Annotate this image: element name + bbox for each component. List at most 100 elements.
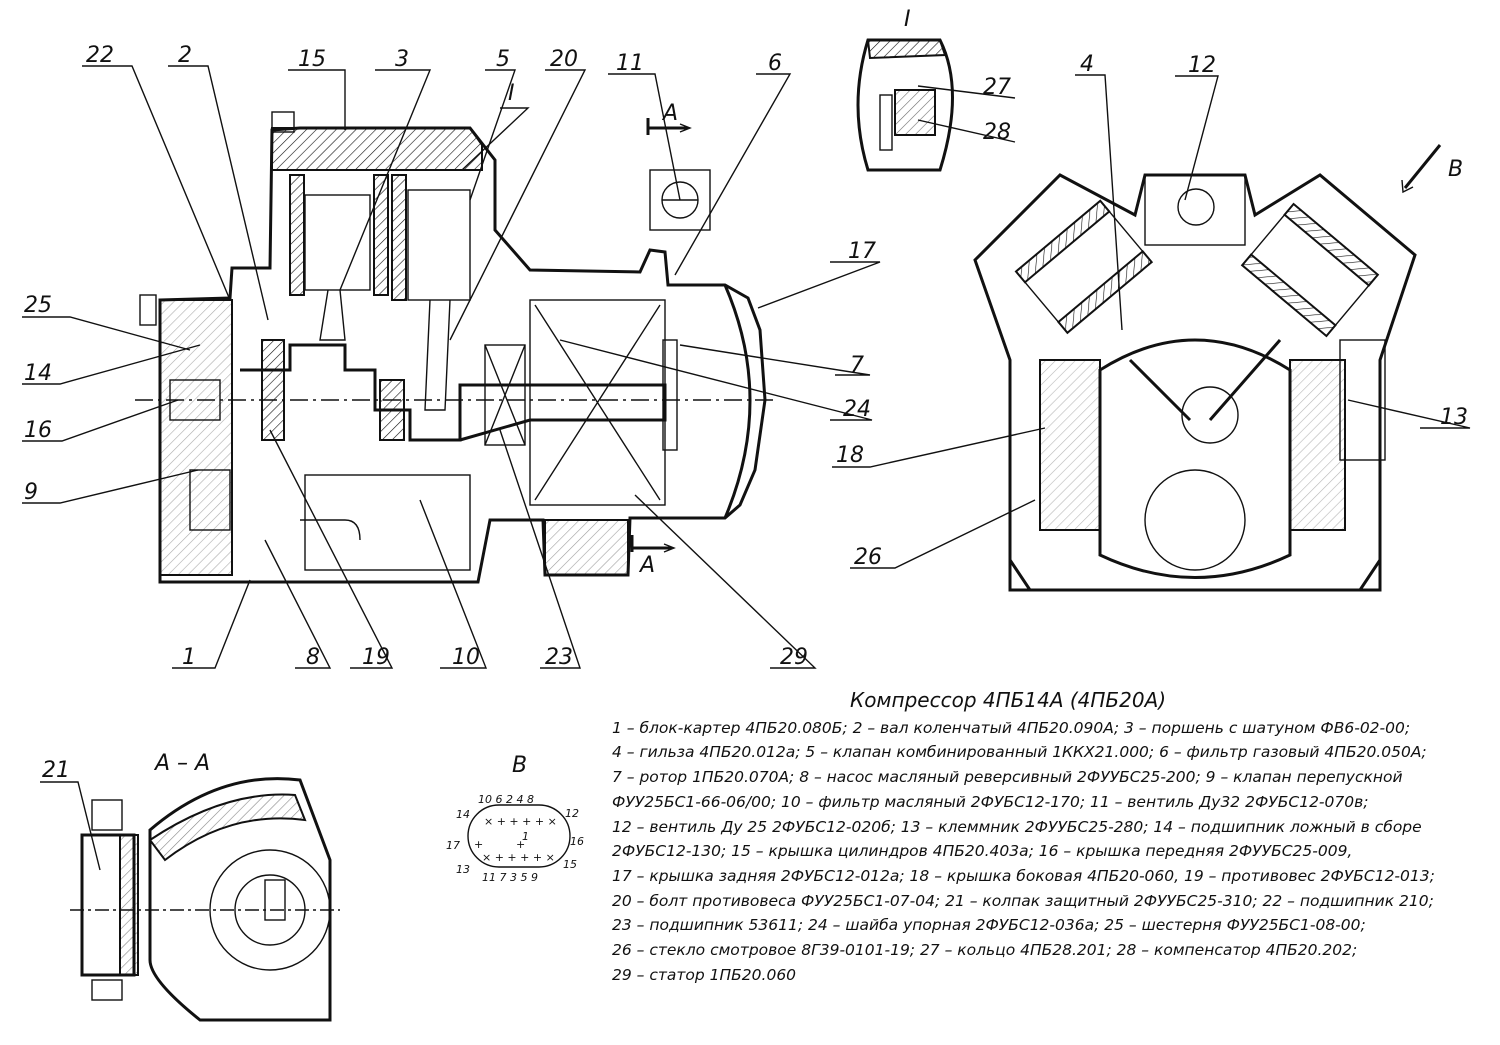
svg-text:А – А: А – А — [153, 751, 210, 776]
svg-text:10 6 2 4 8: 10 6 2 4 8 — [478, 793, 534, 806]
detail-i-view: I — [856, 7, 1016, 172]
legend-line: 26 – стекло смотровое 8Г39-0101-19; 27 –… — [612, 941, 1358, 960]
conrod-right — [424, 299, 451, 411]
svg-text:12: 12 — [565, 807, 579, 820]
front-plug — [139, 294, 157, 326]
svg-text:16: 16 — [570, 835, 584, 848]
svg-text:В: В — [1448, 157, 1463, 182]
callout-25: 25 — [24, 293, 52, 318]
callout-17: 17 — [848, 239, 876, 264]
callout-i: I — [508, 81, 515, 106]
counterweight-b — [379, 379, 405, 441]
legend-line: 4 – гильза 4ПБ20.012а; 5 – клапан комбин… — [612, 743, 1427, 762]
counterweight-19 — [261, 339, 285, 441]
valve-12 — [1144, 174, 1246, 246]
legend-line: 17 – крышка задняя 2ФУБС12-012а; 18 – кр… — [612, 866, 1435, 885]
terminal-plate — [467, 804, 571, 868]
view-b-terminal: В 10 6 2 4 8 11 7 3 5 9 14 17 13 12 16 1… — [446, 753, 584, 884]
callout-1: 1 — [182, 645, 196, 670]
legend-line: 12 – вентиль Ду 25 2ФУБС12-020б; 13 – кл… — [612, 817, 1422, 836]
callout-11: 11 — [616, 51, 644, 76]
legend-line: ФУУ25БС1-66-06/00; 10 – фильтр масляный … — [612, 792, 1369, 811]
rear-cover — [723, 284, 752, 519]
cylinder-wall-b — [373, 174, 389, 296]
svg-text:13: 13 — [456, 863, 470, 876]
callout-19: 19 — [362, 645, 390, 670]
callout-29: 29 — [780, 645, 808, 670]
callout-21: 21 — [42, 758, 70, 783]
legend-line: 2ФУБС12-130; 15 – крышка цилиндров 4ПБ20… — [612, 842, 1353, 861]
svg-text:А: А — [661, 101, 678, 126]
conrods — [1128, 339, 1282, 422]
crankcase-outline — [158, 126, 767, 584]
svg-text:× + + + + ×: × + + + + × — [482, 851, 555, 864]
stator-winding-marks — [534, 304, 661, 501]
callout-5: 5 — [496, 47, 510, 72]
cylinder-cover — [271, 127, 483, 171]
terminal-box-13 — [1339, 339, 1386, 461]
drawing-title: Компрессор 4ПБ14А (4ПБ20А) — [850, 688, 1167, 712]
valve-11 — [649, 169, 711, 231]
callout-10: 10 — [452, 645, 480, 670]
thrust-washer-24 — [662, 339, 678, 451]
svg-text:17: 17 — [446, 839, 460, 852]
callout-16: 16 — [24, 418, 52, 443]
svg-text:А: А — [638, 553, 655, 578]
svg-text:+: + — [474, 838, 483, 851]
bypass-valve-9 — [189, 469, 231, 531]
cylinder-wall-a — [289, 174, 305, 296]
svg-text:14: 14 — [456, 808, 470, 821]
svg-text:11 7 3 5 9: 11 7 3 5 9 — [482, 871, 538, 884]
callout-28: 28 — [983, 120, 1011, 145]
oil-filter — [304, 474, 471, 571]
crankshaft — [240, 343, 667, 442]
callout-23: 23 — [545, 645, 573, 670]
legend-line: 29 – статор 1ПБ20.060 — [612, 965, 797, 984]
callout-6: 6 — [768, 51, 782, 76]
callout-12: 12 — [1188, 53, 1216, 78]
callout-26: 26 — [854, 545, 882, 570]
conrod-left — [319, 289, 346, 341]
callouts: 22 2 15 3 5 I 20 11 6 25 14 16 9 — [22, 43, 1471, 871]
callout-4: 4 — [1080, 52, 1094, 77]
cross-section-view: В — [973, 144, 1463, 592]
callout-27: 27 — [983, 75, 1011, 100]
legend-line: 23 – подшипник 53611; 24 – шайба упорная… — [612, 916, 1366, 935]
legend-line: 1 – блок-картер 4ПБ20.080Б; 2 – вал коле… — [612, 718, 1411, 737]
parts-legend: Компрессор 4ПБ14А (4ПБ20А) 1 – блок-карт… — [612, 688, 1492, 987]
legend-line: 20 – болт противовеса ФУУ25БС1-07-04; 21… — [612, 891, 1434, 910]
side-cover-18 — [1039, 359, 1101, 531]
svg-text:× + + + + ×: × + + + + × — [484, 815, 557, 828]
callout-24: 24 — [843, 397, 871, 422]
piston-left — [304, 194, 371, 291]
svg-text:I: I — [904, 7, 911, 32]
oil-sight-glass-area — [1144, 469, 1246, 571]
foot — [544, 519, 629, 576]
callout-8: 8 — [306, 645, 320, 670]
callout-20: 20 — [550, 47, 578, 72]
stator-29 — [529, 299, 666, 506]
callout-2: 2 — [178, 43, 192, 68]
cover-bolt — [271, 111, 295, 133]
main-section-view — [135, 111, 775, 584]
callout-15: 15 — [298, 47, 326, 72]
cylinder-wall-c — [391, 174, 407, 301]
oil-pipe — [300, 519, 361, 541]
section-cut-a: А А — [630, 101, 692, 578]
front-cover — [159, 299, 233, 576]
callout-7: 7 — [850, 353, 864, 378]
svg-text:В: В — [512, 753, 527, 778]
section-a-a-view: А – А — [70, 751, 340, 1022]
callout-13: 13 — [1440, 405, 1468, 430]
svg-text:+: + — [516, 838, 525, 851]
svg-text:1: 1 — [522, 830, 529, 843]
legend-line: 7 – ротор 1ПБ20.070А; 8 – насос масляный… — [612, 768, 1403, 787]
callout-18: 18 — [836, 443, 864, 468]
callout-3: 3 — [395, 47, 409, 72]
svg-text:15: 15 — [563, 858, 577, 871]
callout-9: 9 — [24, 480, 38, 505]
callout-14: 14 — [24, 361, 52, 386]
crank-journal — [1181, 386, 1239, 444]
piston-right — [407, 189, 471, 301]
